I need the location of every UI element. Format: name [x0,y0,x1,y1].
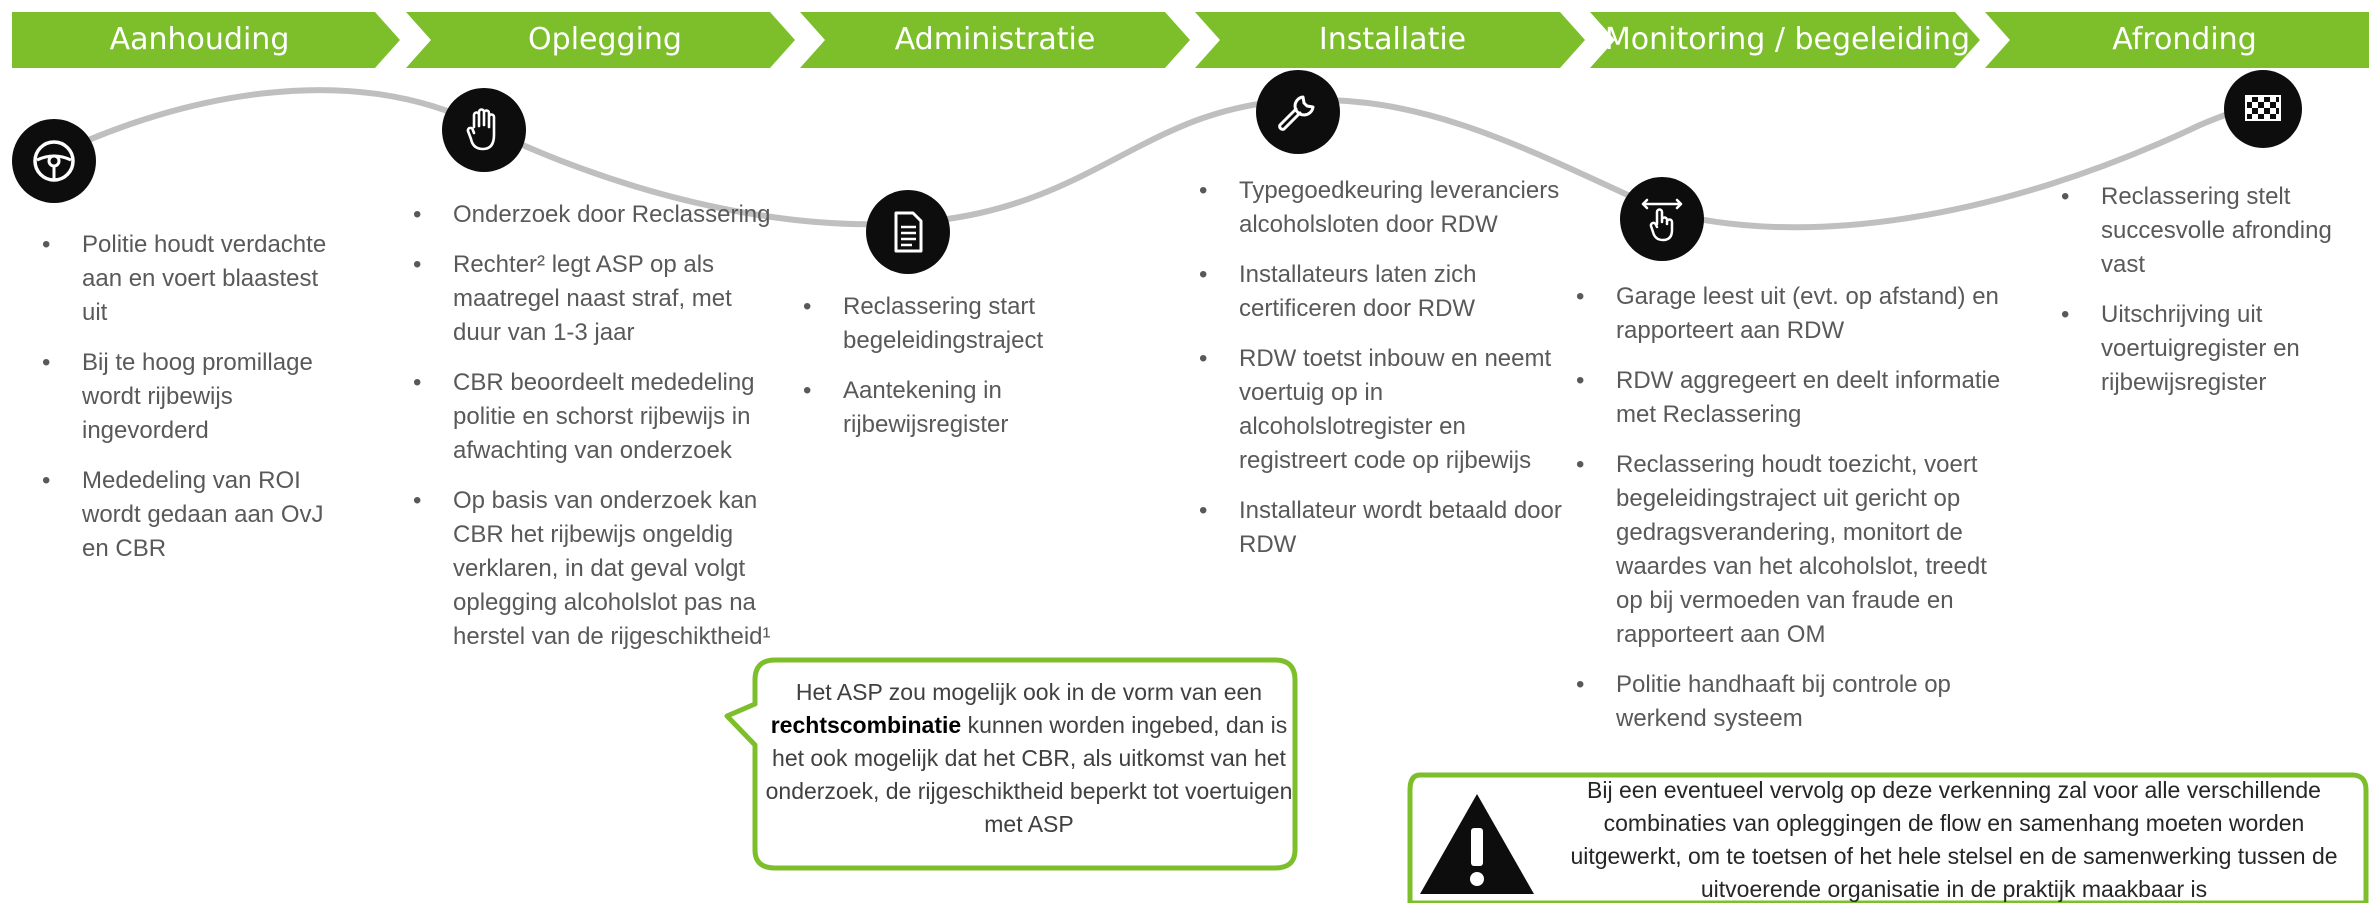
phase-title-installatie: Installatie [1318,22,1467,57]
bullet-item: RDW toetst inbouw en neemt voertuig op i… [1197,342,1567,478]
phase-title-administratie: Administratie [894,22,1096,57]
phase-title-aanhouding: Aanhouding [109,22,290,57]
bullet-item: Onderzoek door Reclassering [411,198,781,232]
steering-wheel-icon [12,119,96,203]
phase-bullets-administratie: Reclassering start begeleidingstraject A… [801,290,1131,458]
chevron-administratie [800,12,1190,68]
bullet-item: Politie houdt verdachte aan en voert bla… [40,228,340,330]
phase-bullets-afronding: Reclassering stelt succesvolle afronding… [2059,180,2359,416]
chevron-oplegging [406,12,795,68]
bullet-item: Uitschrijving uit voertuigregister en ri… [2059,298,2359,400]
raised-hand-icon [442,88,526,172]
bullet-item: Mededeling van ROI wordt gedaan aan OvJ … [40,464,340,566]
checkered-flag-icon [2224,70,2302,148]
phase-title-afronding: Afronding [2112,22,2257,57]
bullet-item: Reclassering stelt succesvolle afronding… [2059,180,2359,282]
phase-bullets-aanhouding: Politie houdt verdachte aan en voert bla… [40,228,340,582]
bullet-item: Installateur wordt betaald door RDW [1197,494,1567,562]
phase-bullets-monitoring: Garage leest uit (evt. op afstand) en ra… [1574,280,2014,752]
bullet-item: Op basis van onderzoek kan CBR het rijbe… [411,484,781,654]
phase-title-oplegging: Oplegging [528,22,682,57]
bullet-item: Garage leest uit (evt. op afstand) en ra… [1574,280,2014,348]
chevron-afronding [1985,12,2369,68]
wrench-icon [1256,70,1340,154]
bullet-item: Reclassering start begeleidingstraject [801,290,1131,358]
phase-bullets-oplegging: Onderzoek door Reclassering Rechter² leg… [411,198,781,670]
bullet-item: Installateurs laten zich certificeren do… [1197,258,1567,326]
chevron-installatie [1195,12,1585,68]
bullet-item: Typegoedkeuring leveranciers alcoholslot… [1197,174,1567,242]
bullet-item: Rechter² legt ASP op als maatregel naast… [411,248,781,350]
phase-title-monitoring: Monitoring / begeleiding [1604,22,1971,57]
swipe-hand-icon [1620,177,1704,261]
warning-icon [1420,794,1534,894]
bullet-item: Reclassering houdt toezicht, voert begel… [1574,448,2014,652]
bullet-item: Aantekening in rijbewijsregister [801,374,1131,442]
callout-emphasis: rechtscombinatie [770,712,962,738]
bullet-item: CBR beoordeelt mededeling politie en sch… [411,366,781,468]
chevron-monitoring [1590,12,1980,68]
process-chevron-bar [12,12,2369,68]
chevron-aanhouding [12,12,400,68]
note-text: Bij een eventueel vervolg op deze verken… [1570,777,2338,902]
bullet-item: Politie handhaaft bij controle op werken… [1574,668,2014,736]
bullet-item: Bij te hoog promillage wordt rijbewijs i… [40,346,340,448]
phase-bullets-installatie: Typegoedkeuring leveranciers alcoholslot… [1197,174,1567,578]
bullet-item: RDW aggregeert en deelt informatie met R… [1574,364,2014,432]
document-icon [866,190,950,274]
callout-text: Het ASP zou mogelijk ook in de vorm van … [765,679,1293,837]
